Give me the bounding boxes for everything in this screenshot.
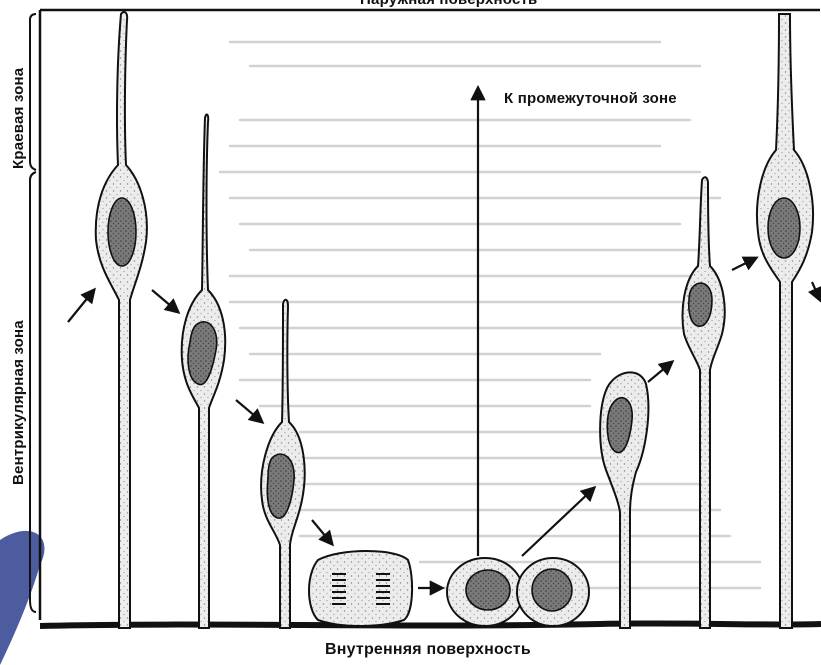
nucleus [689,283,712,326]
daughter-cell-right [517,558,589,626]
ventricular-zone-label: Вентрикулярная зона [10,320,27,485]
nucleus [466,570,510,610]
arrow-cell-2-to-3 [236,400,262,422]
nucleus [532,569,572,611]
cell-radial-3 [261,300,305,628]
cell-radial-1 [96,12,147,628]
arrow-daughters-to-cell-4 [522,488,594,556]
marginal-zone-bracket [30,14,36,170]
scan-stain [0,531,44,665]
nucleus [768,198,800,258]
inner-surface-label: Внутренняя поверхность [325,641,531,659]
arrow-exit-right [812,282,820,300]
arrow-cell-1-to-2 [152,290,178,312]
arrow-cell-5-to-6 [732,258,756,270]
intermediate-zone-label: К промежуточной зоне [504,90,677,107]
marginal-zone-label: Краевая зона [10,68,27,169]
outer-surface-label: Наружная поверхность [360,0,537,8]
cell-radial-2 [182,115,226,628]
arrow-cell-3-to-division [312,520,332,544]
arrow-cell-4-to-5 [648,362,672,382]
daughter-cell-left [447,558,523,626]
cell-radial-4 [600,372,648,628]
arrow-to-cell-1 [68,290,94,322]
nucleus [108,198,136,266]
zone-brackets [30,14,36,612]
cell-radial-5 [683,177,725,628]
cell-radial-6 [757,14,813,628]
cell-dividing [309,551,412,626]
